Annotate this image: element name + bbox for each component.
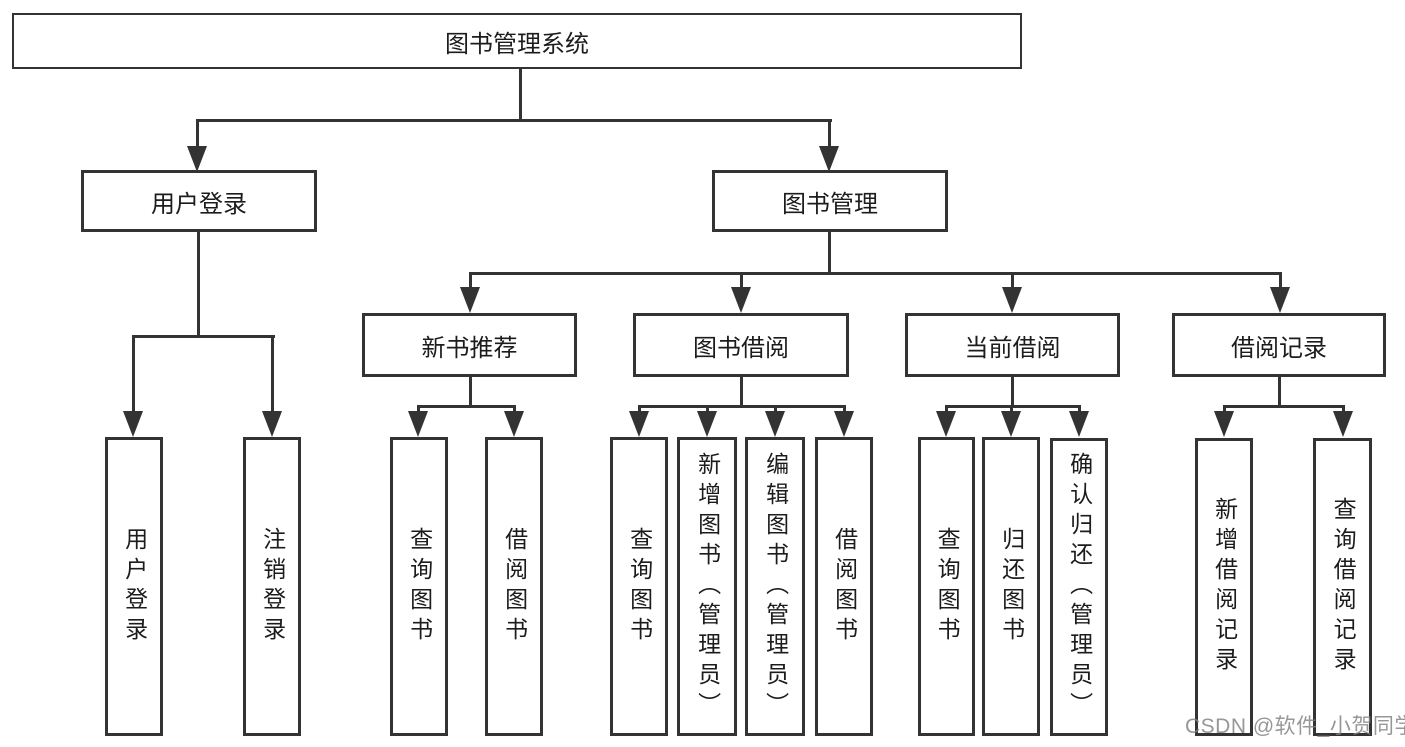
connector-recommend-bar <box>417 405 516 408</box>
connector-borrow-drop-3 <box>774 405 777 415</box>
connector-records-stub <box>1278 377 1281 408</box>
connector-login-drop-2 <box>271 335 274 415</box>
arrow-down-icon <box>262 411 282 437</box>
connector-recommend-drop-2 <box>513 405 516 415</box>
connector-mgmt-bar <box>469 272 1282 275</box>
leaf-recommend-borrow-books-label: 借阅图书 <box>501 526 528 647</box>
leaf-current-query-books: 查询图书 <box>918 437 975 736</box>
arrow-down-icon <box>1002 287 1022 313</box>
connector-login-bar <box>132 335 275 338</box>
arrow-down-icon <box>1270 287 1290 313</box>
arrow-down-icon <box>1333 411 1353 437</box>
arrow-down-icon <box>123 411 143 437</box>
leaf-records-query-record: 查询借阅记录 <box>1313 438 1372 736</box>
leaf-logout-label: 注销登录 <box>259 526 286 647</box>
node-current-borrow-label: 当前借阅 <box>964 334 1061 362</box>
arrow-down-icon <box>408 411 428 437</box>
node-current-borrow: 当前借阅 <box>905 313 1120 377</box>
connector-root-stub <box>519 68 522 121</box>
connector-root-bar <box>196 119 832 122</box>
arrow-down-icon <box>731 287 751 313</box>
leaf-user-login: 用户登录 <box>105 437 163 736</box>
node-book-management: 图书管理 <box>712 170 948 232</box>
node-book-management-label: 图书管理 <box>782 190 878 218</box>
leaf-borrow-borrow-books-label: 借阅图书 <box>831 526 858 647</box>
arrow-down-icon <box>629 411 649 437</box>
connector-login-stub <box>197 232 200 338</box>
connector-records-bar <box>1223 405 1344 408</box>
node-borrow-records-label: 借阅记录 <box>1231 334 1327 362</box>
arrow-down-icon <box>187 146 207 172</box>
connector-mgmt-drop-4 <box>1279 272 1282 292</box>
connector-borrow-stub <box>740 377 743 408</box>
leaf-records-add-record-label: 新增借阅记录 <box>1211 497 1238 677</box>
arrow-down-icon <box>1001 411 1021 437</box>
leaf-current-return-books-label: 归还图书 <box>998 526 1025 647</box>
leaf-recommend-query-books-label: 查询图书 <box>406 526 433 647</box>
node-user-login-label: 用户登录 <box>151 190 247 218</box>
node-user-login: 用户登录 <box>81 170 317 232</box>
arrow-down-icon <box>1214 411 1234 437</box>
leaf-current-return-books: 归还图书 <box>982 437 1040 736</box>
arrow-down-icon <box>819 146 839 172</box>
connector-records-drop-1 <box>1223 405 1226 415</box>
leaf-current-query-books-label: 查询图书 <box>934 526 961 647</box>
connector-borrow-drop-1 <box>638 405 641 415</box>
leaf-borrow-edit-books-admin: 编辑图书（管理员） <box>745 437 805 736</box>
leaf-recommend-borrow-books: 借阅图书 <box>485 437 543 736</box>
connector-login-drop-1 <box>132 335 135 415</box>
connector-mgmt-drop-3 <box>1011 272 1014 292</box>
connector-recommend-drop-1 <box>417 405 420 415</box>
leaf-borrow-add-books-admin: 新增图书（管理员） <box>677 437 737 736</box>
connector-current-drop-2 <box>1010 405 1013 415</box>
connector-records-drop-2 <box>1342 405 1345 415</box>
connector-mgmt-drop-2 <box>740 272 743 292</box>
connector-borrow-bar <box>638 405 846 408</box>
arrow-down-icon <box>936 411 956 437</box>
leaf-borrow-query-books-label: 查询图书 <box>626 526 653 647</box>
arrow-down-icon <box>765 411 785 437</box>
leaf-user-login-label: 用户登录 <box>121 526 148 647</box>
connector-recommend-stub <box>469 377 472 408</box>
node-book-borrow-label: 图书借阅 <box>693 334 789 362</box>
node-root: 图书管理系统 <box>12 13 1022 69</box>
node-new-book-recommend-label: 新书推荐 <box>421 334 518 362</box>
connector-root-drop-right <box>828 119 831 153</box>
connector-borrow-drop-2 <box>706 405 709 415</box>
connector-current-drop-3 <box>1078 405 1081 415</box>
leaf-borrow-add-books-admin-label: 新增图书（管理员） <box>694 451 721 722</box>
connector-current-stub <box>1011 377 1014 408</box>
connector-mgmt-drop-1 <box>469 272 472 292</box>
arrow-down-icon <box>697 411 717 437</box>
connector-mgmt-stub <box>828 232 831 275</box>
leaf-logout: 注销登录 <box>243 437 301 736</box>
leaf-records-add-record: 新增借阅记录 <box>1195 438 1253 736</box>
connector-borrow-drop-4 <box>843 405 846 415</box>
csdn-watermark: CSDN @软件_小贺同学 <box>1185 715 1405 738</box>
leaf-borrow-borrow-books: 借阅图书 <box>815 437 873 736</box>
node-borrow-records: 借阅记录 <box>1172 313 1386 377</box>
leaf-records-query-record-label: 查询借阅记录 <box>1330 497 1357 677</box>
node-book-borrow: 图书借阅 <box>633 313 849 377</box>
leaf-current-confirm-return-admin: 确认归还（管理员） <box>1050 438 1108 736</box>
arrow-down-icon <box>460 287 480 313</box>
arrow-down-icon <box>1069 411 1089 437</box>
connector-current-drop-1 <box>945 405 948 415</box>
arrow-down-icon <box>504 411 524 437</box>
arrow-down-icon <box>834 411 854 437</box>
node-new-book-recommend: 新书推荐 <box>362 313 577 377</box>
leaf-current-confirm-return-admin-label: 确认归还（管理员） <box>1066 452 1093 722</box>
leaf-borrow-query-books: 查询图书 <box>610 437 668 736</box>
node-root-label: 图书管理系统 <box>445 30 589 58</box>
leaf-recommend-query-books: 查询图书 <box>390 437 448 736</box>
connector-root-drop-left <box>196 119 199 153</box>
leaf-borrow-edit-books-admin-label: 编辑图书（管理员） <box>762 451 789 722</box>
